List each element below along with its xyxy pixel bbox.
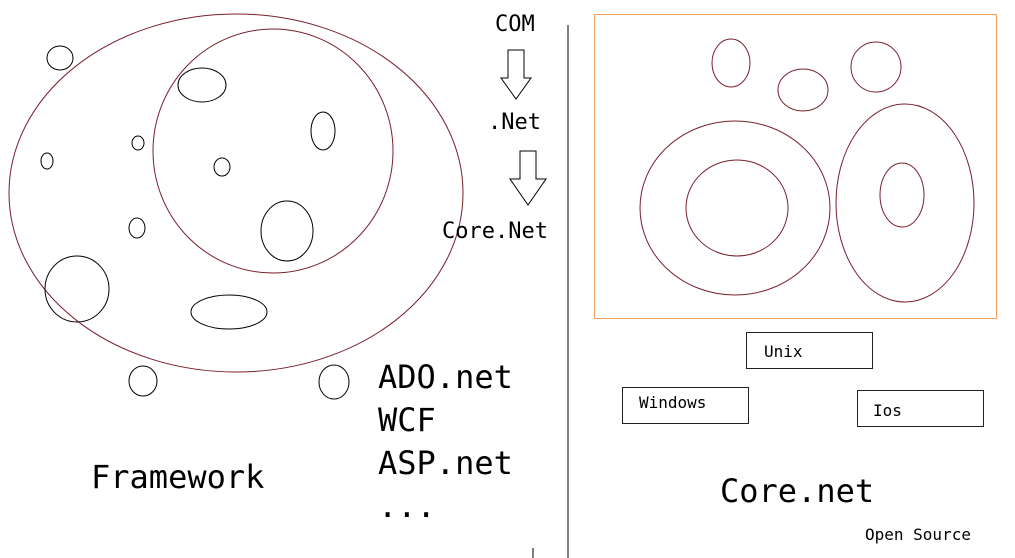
- platform-label-ios: Ios: [873, 401, 902, 420]
- small-circle: [318, 364, 350, 400]
- arrow-com-to-net: [500, 49, 532, 100]
- platform-box-ios: Ios: [857, 390, 984, 427]
- core-small-ellipse: [777, 68, 829, 112]
- core-tall-inner: [879, 162, 925, 228]
- small-circle: [40, 152, 54, 170]
- framework-inner-circle: [152, 28, 394, 274]
- platform-box-unix: Unix: [746, 332, 873, 369]
- core-frame: [594, 14, 997, 319]
- framework-title: Framework: [91, 458, 265, 496]
- small-ellipse: [310, 111, 336, 151]
- library-item: ...: [378, 487, 436, 525]
- platform-box-windows: Windows: [622, 387, 749, 424]
- small-circle: [128, 217, 146, 239]
- platform-label-windows: Windows: [639, 393, 707, 412]
- platform-label-unix: Unix: [764, 342, 803, 361]
- core-small-ellipse: [711, 38, 751, 88]
- label-net: .Net: [488, 110, 541, 135]
- small-circle: [128, 365, 158, 397]
- small-circle: [131, 135, 145, 151]
- framework-outer-ellipse: [8, 13, 464, 373]
- small-circle: [213, 157, 231, 177]
- core-tall-ellipse: [835, 103, 975, 303]
- framework-blob-group: [8, 13, 464, 373]
- core-small-circle: [850, 41, 902, 93]
- core-title: Core.net: [720, 472, 875, 510]
- flat-ellipse: [190, 294, 268, 330]
- library-item: ADO.net: [378, 358, 513, 396]
- library-item: WCF: [378, 401, 436, 439]
- core-ring-inner: [685, 159, 789, 257]
- library-item: ASP.net: [378, 444, 513, 482]
- core-ring-outer: [639, 120, 831, 296]
- core-subtitle: Open Source: [865, 525, 971, 544]
- label-core-net: Core.Net: [442, 219, 548, 244]
- framework-library-list: ADO.net WCF ASP.net ...: [378, 356, 513, 528]
- framework-small-shapes: [40, 45, 350, 400]
- medium-circle: [260, 200, 314, 262]
- label-com: COM: [495, 12, 535, 37]
- core-shapes: [639, 38, 975, 303]
- large-circle: [44, 255, 110, 323]
- small-circle: [46, 45, 74, 71]
- small-ellipse: [177, 67, 227, 103]
- arrow-net-to-core: [509, 150, 547, 206]
